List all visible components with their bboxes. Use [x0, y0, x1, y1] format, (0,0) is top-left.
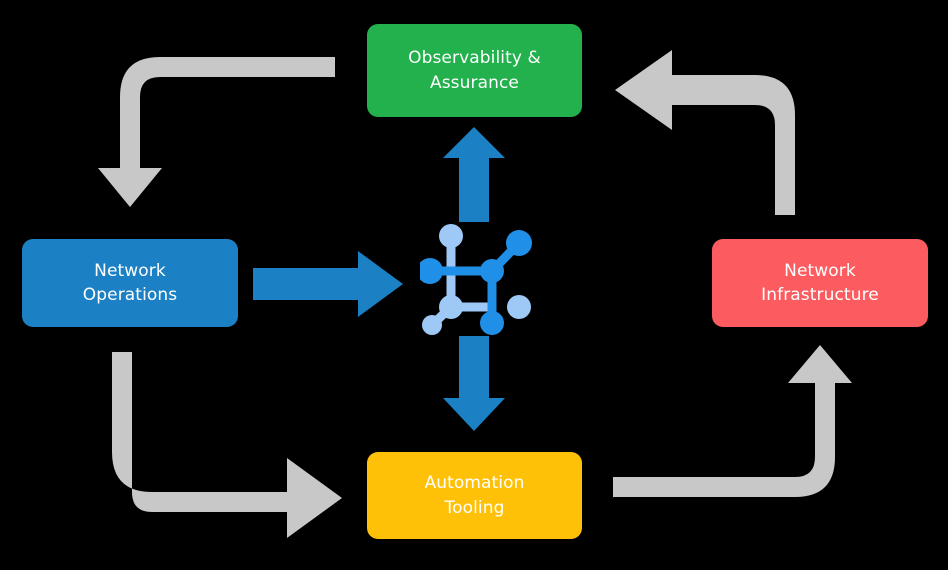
- node-observability-assurance[interactable]: Observability & Assurance: [367, 24, 582, 117]
- cycle-arrow-automation-to-infrastructure: [613, 345, 852, 497]
- flow-arrow-center-to-observability: [443, 127, 505, 222]
- network-topology-icon: [417, 220, 536, 336]
- node-automation-tooling[interactable]: Automation Tooling: [367, 452, 582, 539]
- cycle-arrow-observability-to-operations: [98, 57, 335, 207]
- cycle-arrow-infrastructure-to-observability: [615, 50, 795, 215]
- node-network-operations[interactable]: Network Operations: [22, 239, 238, 327]
- flow-arrow-center-to-automation: [443, 336, 505, 431]
- node-network-infrastructure[interactable]: Network Infrastructure: [712, 239, 928, 327]
- cycle-arrow-operations-to-automation: [112, 352, 342, 538]
- flow-arrow-operations-to-center: [253, 251, 403, 317]
